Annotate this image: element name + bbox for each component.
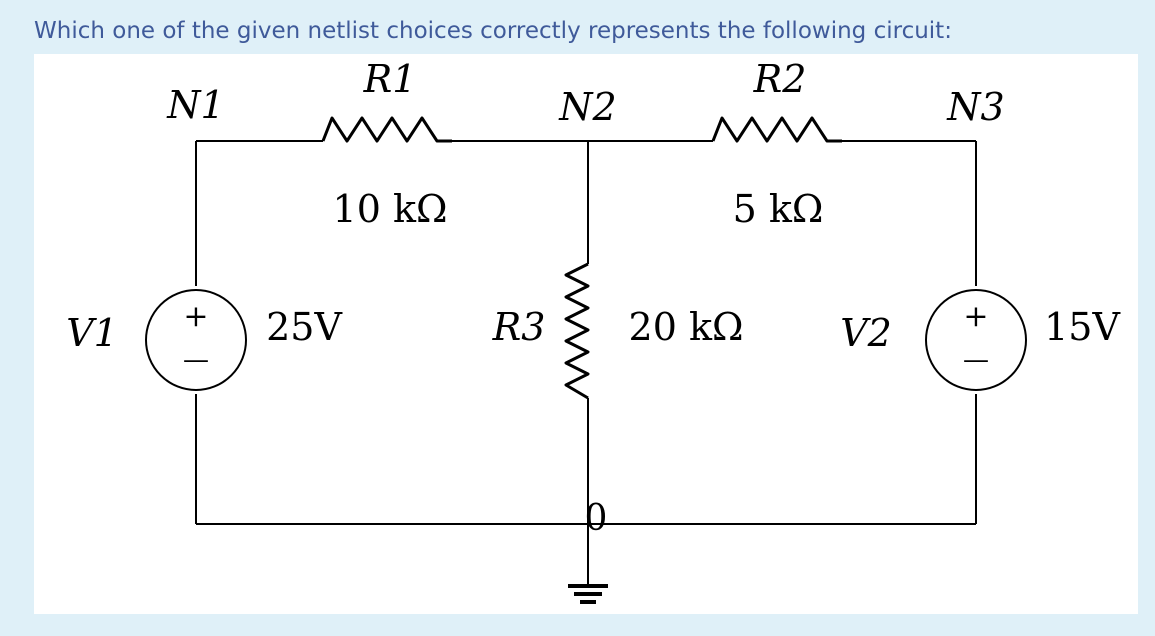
ground-icon — [568, 584, 608, 604]
source-v2-circle — [925, 289, 1027, 391]
source-v2-plus: + — [963, 299, 988, 334]
source-v2-value: 15V — [1044, 305, 1120, 349]
node-label-n2: N2 — [558, 85, 616, 129]
source-v1-name: V1 — [66, 311, 118, 355]
source-v2-name: V2 — [840, 311, 892, 355]
source-v1-value: 25V — [266, 305, 342, 349]
resistor-r3-name: R3 — [492, 305, 546, 349]
resistor-r2-value: 5 kΩ — [733, 187, 824, 231]
wires — [195, 140, 977, 586]
source-v2: + — — [925, 289, 1027, 391]
resistor-r1-value: 10 kΩ — [333, 187, 448, 231]
resistor-r3 — [564, 262, 590, 400]
circuit-diagram: + — + — N1 N2 N3 0 R1 10 kΩ R2 5 kΩ R3 2… — [66, 57, 1120, 604]
node-label-ground: 0 — [585, 498, 608, 539]
resistor-r2-name: R2 — [753, 57, 807, 101]
resistor-r3-value: 20 kΩ — [629, 305, 744, 349]
node-label-n3: N3 — [946, 85, 1004, 129]
source-v1-circle — [145, 289, 247, 391]
resistor-r2 — [711, 116, 842, 143]
resistor-r1-name: R1 — [363, 57, 417, 101]
source-v1-plus: + — [183, 299, 208, 334]
node-label-n1: N1 — [166, 83, 224, 127]
source-v1: + — — [145, 289, 247, 391]
question-text: Which one of the given netlist choices c… — [34, 18, 952, 44]
resistor-r1 — [321, 116, 452, 143]
source-v1-minus: — — [183, 345, 209, 375]
source-v2-minus: — — [963, 345, 989, 375]
circuit-panel: + — + — N1 N2 N3 0 R1 10 kΩ R2 5 kΩ R3 2… — [34, 54, 1138, 614]
